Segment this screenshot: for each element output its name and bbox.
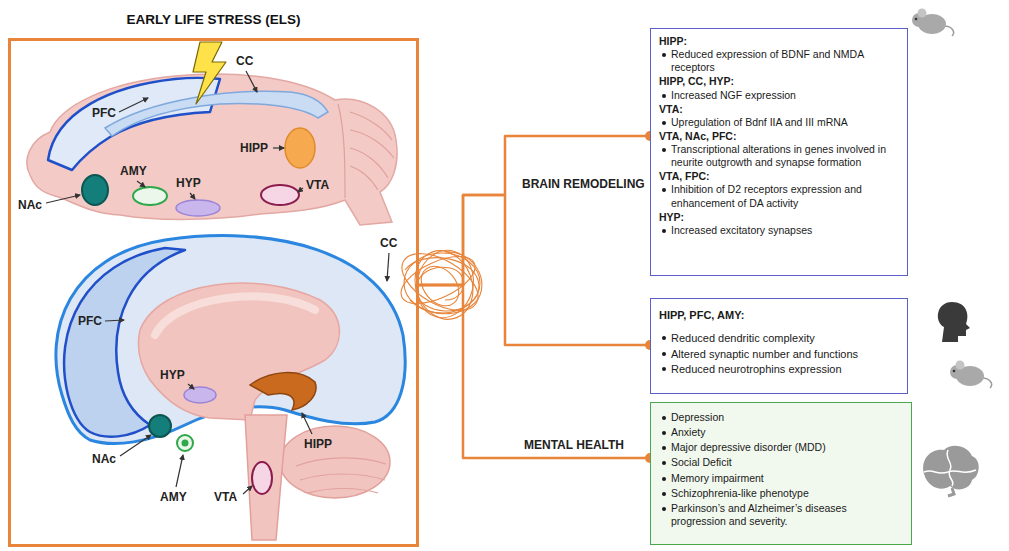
region-heading: HIPP, PFC, AMY: xyxy=(659,308,899,322)
bullet-text: Upregulation of Bdnf IIA and III mRNA xyxy=(671,116,899,129)
bullet-item: Reduced neurotrophins expression xyxy=(659,362,899,376)
bullet-text: Anxiety xyxy=(671,426,903,439)
region-label: CC xyxy=(236,54,253,68)
region-label: HYP xyxy=(160,368,185,382)
bullet-text: Transcriptional alterations in genes inv… xyxy=(671,143,899,169)
bullet-dot xyxy=(662,148,666,152)
region-heading: VTA, FPC: xyxy=(659,170,899,183)
region-label: CC xyxy=(380,236,397,250)
bullet-item: Memory impairment xyxy=(659,472,903,485)
bullet-dot xyxy=(662,188,666,192)
bullet-dot xyxy=(662,492,666,496)
bullet-dot xyxy=(662,352,666,356)
bullet-dot xyxy=(662,336,666,340)
leader-arrows xyxy=(46,71,389,494)
human-brain xyxy=(56,236,405,540)
bullet-dot xyxy=(662,229,666,233)
remodeling-box: HIPP:Reduced expression of BDNF and NMDA… xyxy=(650,28,908,276)
region-label: VTA xyxy=(214,490,237,504)
mouse-icon xyxy=(912,9,954,37)
region-label: NAc xyxy=(18,198,42,212)
puzzle-brain-icon xyxy=(923,446,979,496)
bullet-item: Parkinson’s and Alzheimer’s diseases pro… xyxy=(659,502,903,528)
region-label: NAc xyxy=(92,452,116,466)
bullet-text: Parkinson’s and Alzheimer’s diseases pro… xyxy=(671,502,903,528)
region-heading: HIPP, CC, HYP: xyxy=(659,75,899,88)
bullet-item: Increased excitatory synapses xyxy=(659,224,899,237)
bullet-text: Memory impairment xyxy=(671,472,903,485)
bullet-dot xyxy=(662,507,666,511)
region-label: PFC xyxy=(78,314,102,328)
bullet-item: Anxiety xyxy=(659,426,903,439)
bullet-item: Social Deficit xyxy=(659,456,903,469)
bullet-dot xyxy=(662,367,666,371)
bullet-text: Reduced expression of BDNF and NMDA rece… xyxy=(671,48,899,74)
bullet-item: Reduced dendritic complexity xyxy=(659,331,899,345)
bullet-item: Transcriptional alterations in genes inv… xyxy=(659,143,899,169)
mouse-icon xyxy=(950,361,992,389)
region-label: VTA xyxy=(306,178,329,192)
rodent-brain xyxy=(27,74,397,225)
shared-findings-box: HIPP, PFC, AMY: Reduced dendritic complex… xyxy=(650,298,908,394)
bullet-dot xyxy=(662,416,666,420)
bullet-dot xyxy=(662,446,666,450)
branch-label: BRAIN REMODELING xyxy=(520,177,647,191)
bullet-dot xyxy=(662,53,666,57)
region-heading: VTA: xyxy=(659,103,899,116)
bullet-text: Major depressive disorder (MDD) xyxy=(671,441,903,454)
region-label: HYP xyxy=(176,176,201,190)
bullet-item: Reduced expression of BDNF and NMDA rece… xyxy=(659,48,899,74)
bullet-text: Reduced neurotrophins expression xyxy=(671,362,899,376)
bullet-dot xyxy=(662,94,666,98)
panel-title: EARLY LIFE STRESS (ELS) xyxy=(11,12,416,27)
bullet-item: Major depressive disorder (MDD) xyxy=(659,441,903,454)
stress-panel: EARLY LIFE STRESS (ELS) xyxy=(8,38,419,547)
human-head-icon xyxy=(938,302,970,342)
bullet-item: Upregulation of Bdnf IIA and III mRNA xyxy=(659,116,899,129)
region-heading: VTA, NAc, PFC: xyxy=(659,130,899,143)
bullet-text: Increased excitatory synapses xyxy=(671,224,899,237)
connector xyxy=(419,136,650,285)
connector xyxy=(419,195,650,345)
bullet-item: Altered synaptic number and functions xyxy=(659,347,899,361)
bullet-item: Increased NGF expression xyxy=(659,89,899,102)
bullet-dot xyxy=(662,431,666,435)
connector xyxy=(419,285,650,458)
region-label: AMY xyxy=(160,490,187,504)
lightning-bolt xyxy=(193,42,226,104)
bullet-dot xyxy=(662,477,666,481)
region-heading: HIPP: xyxy=(659,35,899,48)
region-heading: HYP: xyxy=(659,211,899,224)
branch-label: MENTAL HEALTH xyxy=(522,438,626,452)
region-label: AMY xyxy=(120,164,147,178)
bullet-item: Inhibition of D2 receptors expression an… xyxy=(659,183,899,209)
mental-health-box: DepressionAnxietyMajor depressive disord… xyxy=(650,402,912,545)
region-label: PFC xyxy=(92,106,116,120)
bullet-text: Reduced dendritic complexity xyxy=(671,331,899,345)
region-label: HIPP xyxy=(240,141,268,155)
bullet-text: Depression xyxy=(671,411,903,424)
bullet-text: Social Deficit xyxy=(671,456,903,469)
bullet-dot xyxy=(662,461,666,465)
bullet-text: Altered synaptic number and functions xyxy=(671,347,899,361)
bullet-text: Schizophrenia-like phenotype xyxy=(671,487,903,500)
bullet-text: Inhibition of D2 receptors expression an… xyxy=(671,183,899,209)
bullet-item: Depression xyxy=(659,411,903,424)
bullet-item: Schizophrenia-like phenotype xyxy=(659,487,903,500)
bullet-text: Increased NGF expression xyxy=(671,89,899,102)
bullet-dot xyxy=(662,121,666,125)
region-label: HIPP xyxy=(304,437,332,451)
